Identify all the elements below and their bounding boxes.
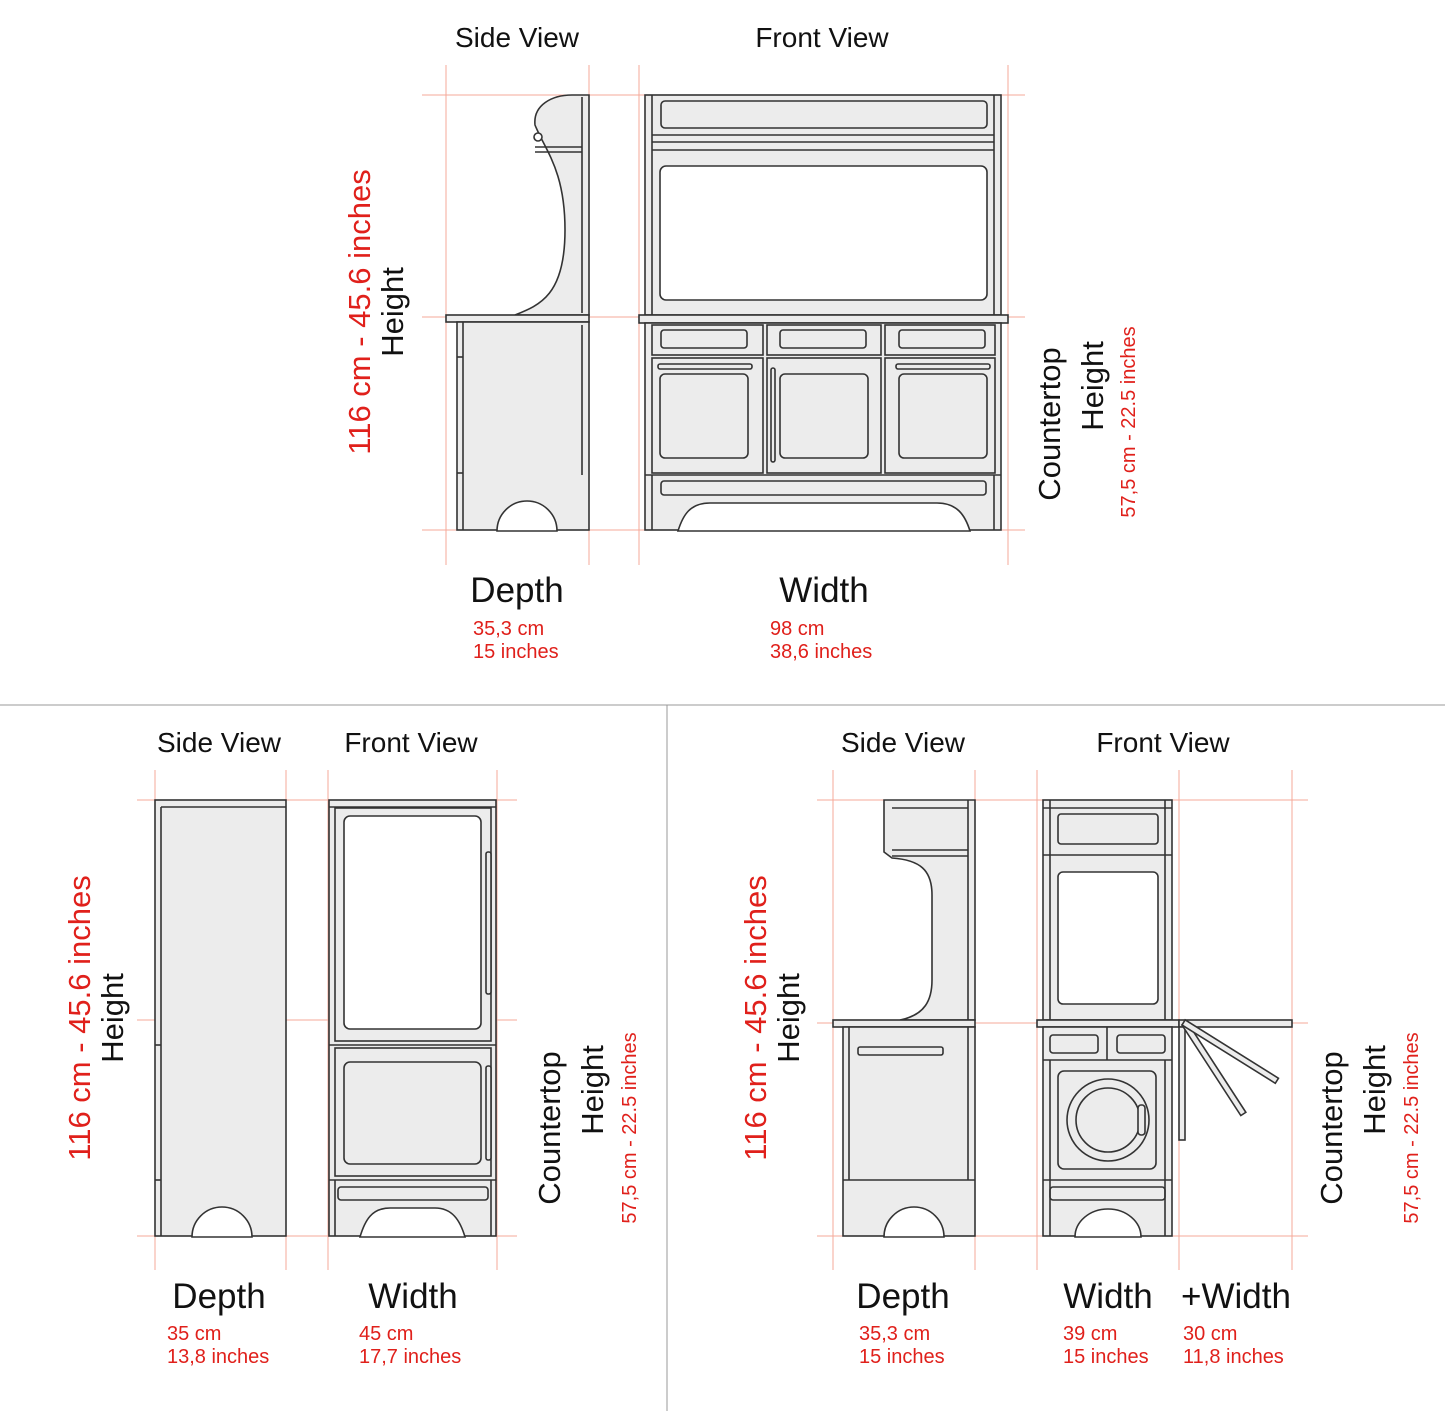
width-label: Width bbox=[1063, 1277, 1152, 1316]
countertop-value: 57,5 cm - 22.5 inches bbox=[619, 1032, 641, 1223]
countertop-value: 57,5 cm - 22.5 inches bbox=[1118, 326, 1140, 517]
side-view-title: Side View bbox=[455, 22, 580, 53]
extra-width-label: +Width bbox=[1181, 1277, 1291, 1316]
panel-large-kitchen: Side View Front View bbox=[342, 22, 1140, 663]
depth-inches: 13,8 inches bbox=[167, 1346, 269, 1368]
depth-label: Depth bbox=[470, 571, 563, 610]
panel-fridge: Side View Front View bbox=[62, 727, 641, 1368]
front-view-title: Front View bbox=[1096, 727, 1230, 758]
width-cm: 39 cm bbox=[1063, 1323, 1117, 1345]
countertop-label: Countertop bbox=[1314, 1051, 1349, 1204]
height-label: Height bbox=[771, 973, 806, 1063]
countertop-label: Countertop bbox=[1032, 347, 1067, 500]
side-view-drawing bbox=[832, 799, 976, 1238]
depth-label: Depth bbox=[172, 1277, 265, 1316]
countertop-height-label: Height bbox=[575, 1045, 610, 1135]
countertop-label: Countertop bbox=[532, 1051, 567, 1204]
height-value: 116 cm - 45.6 inches bbox=[738, 875, 773, 1160]
width-cm: 98 cm bbox=[770, 618, 824, 640]
side-view-drawing bbox=[445, 94, 590, 532]
extra-width-inches: 11,8 inches bbox=[1183, 1346, 1284, 1368]
side-view-drawing bbox=[154, 799, 287, 1238]
front-view-drawing bbox=[1036, 799, 1180, 1238]
front-view-drawing bbox=[328, 799, 497, 1238]
depth-cm: 35,3 cm bbox=[859, 1323, 930, 1345]
depth-inches: 15 inches bbox=[473, 641, 559, 663]
width-inches: 15 inches bbox=[1063, 1346, 1149, 1368]
countertop-value: 57,5 cm - 22.5 inches bbox=[1401, 1032, 1423, 1223]
depth-cm: 35 cm bbox=[167, 1323, 221, 1345]
width-label: Width bbox=[368, 1277, 457, 1316]
width-inches: 17,7 inches bbox=[359, 1346, 461, 1368]
panel-washer: Side View Front View bbox=[738, 727, 1423, 1368]
width-inches: 38,6 inches bbox=[770, 641, 872, 663]
front-view-title: Front View bbox=[344, 727, 478, 758]
side-view-title: Side View bbox=[157, 727, 282, 758]
depth-cm: 35,3 cm bbox=[473, 618, 544, 640]
height-value: 116 cm - 45.6 inches bbox=[342, 169, 377, 454]
extra-width-cm: 30 cm bbox=[1183, 1323, 1237, 1345]
width-label: Width bbox=[779, 571, 868, 610]
countertop-height-label: Height bbox=[1075, 341, 1110, 431]
countertop-height-label: Height bbox=[1357, 1045, 1392, 1135]
height-label: Height bbox=[375, 267, 410, 357]
height-value: 116 cm - 45.6 inches bbox=[62, 875, 97, 1160]
height-label: Height bbox=[95, 973, 130, 1063]
front-view-title: Front View bbox=[755, 22, 889, 53]
width-cm: 45 cm bbox=[359, 1323, 413, 1345]
depth-inches: 15 inches bbox=[859, 1346, 945, 1368]
foldout-extension-drawing bbox=[1178, 1018, 1293, 1141]
side-view-title: Side View bbox=[841, 727, 966, 758]
depth-label: Depth bbox=[856, 1277, 949, 1316]
front-view-drawing bbox=[638, 94, 1009, 532]
